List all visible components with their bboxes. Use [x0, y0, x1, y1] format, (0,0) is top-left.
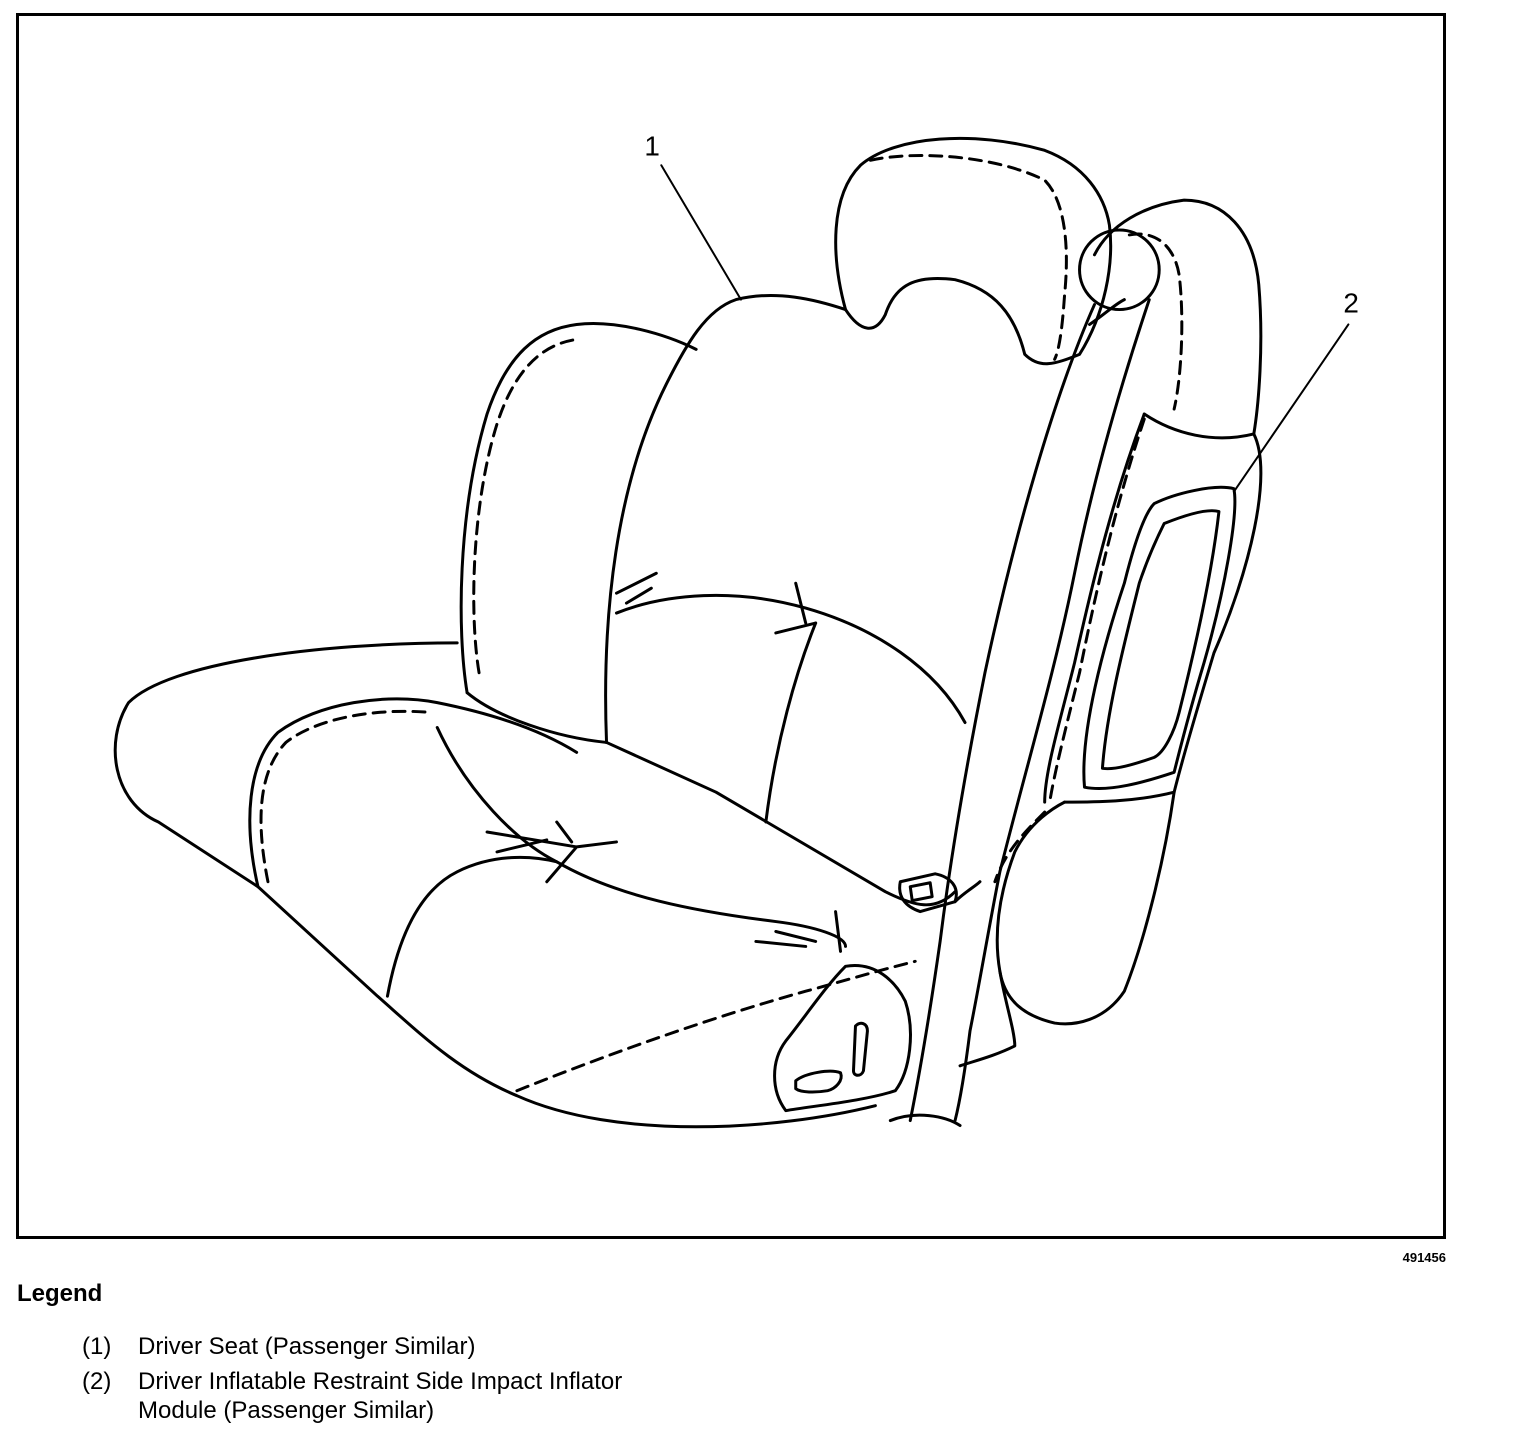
headrest	[834, 136, 1113, 366]
seat-illustration: 1 2	[113, 130, 1359, 1129]
back-main-panel	[604, 294, 848, 744]
legend-item-text: Driver Seat (Passenger Similar)	[138, 1333, 476, 1360]
callout-1: 1	[644, 130, 660, 161]
legend-item: (1) Driver Seat (Passenger Similar)	[82, 1332, 658, 1361]
airbag-module-door	[1082, 485, 1237, 791]
legend-item: (2) Driver Inflatable Restraint Side Imp…	[82, 1367, 658, 1425]
back-left-bolster	[459, 322, 698, 695]
callout-2: 2	[1343, 288, 1359, 319]
right-bolster	[1092, 198, 1263, 440]
legend-item-text: Driver Inflatable Restraint Side Impact …	[138, 1368, 623, 1424]
legend-item-number: (1)	[82, 1333, 112, 1360]
cushion-outline	[113, 641, 877, 1129]
diagram-frame: 1 2	[16, 13, 1446, 1239]
belt-pillar	[1087, 298, 1126, 326]
legend-list: (1) Driver Seat (Passenger Similar) (2) …	[82, 1332, 658, 1431]
legend-title: Legend	[17, 1280, 103, 1307]
legend-item-number: (2)	[82, 1368, 112, 1395]
cushion-bolster	[248, 697, 579, 889]
figure-id: 491456	[1402, 1250, 1446, 1265]
seat-adjuster-panel	[773, 964, 912, 1113]
